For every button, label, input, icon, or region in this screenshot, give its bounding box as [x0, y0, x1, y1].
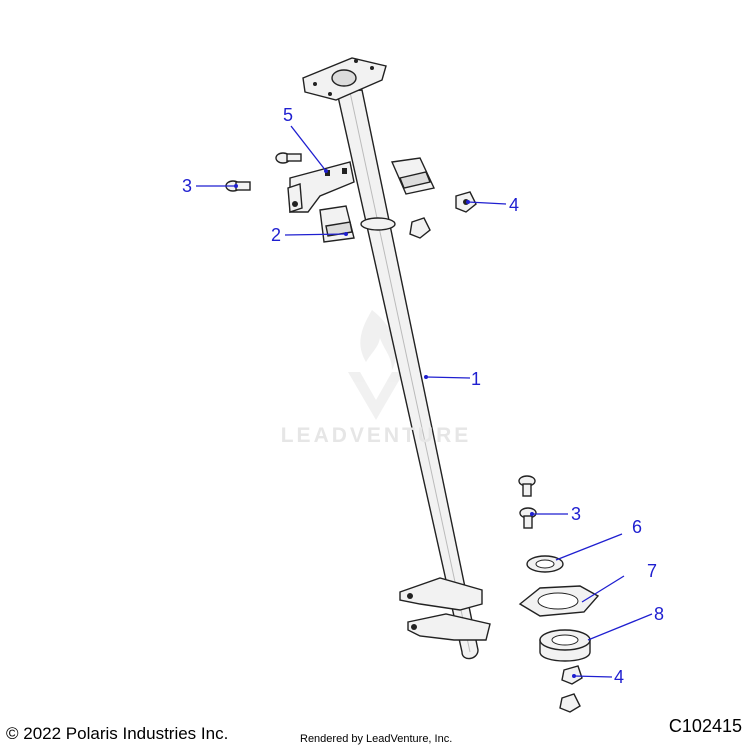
- column-clamp-bracket: [287, 161, 355, 213]
- callout-3-upper: 3: [182, 176, 193, 196]
- callout-2: 2: [271, 225, 282, 245]
- bearing-flange: [518, 585, 600, 617]
- diagram-code: C102415: [668, 716, 742, 736]
- callout-5: 5: [283, 105, 294, 125]
- rendered-by-text: Rendered by LeadVenture, Inc.: [300, 733, 453, 745]
- callout-4-lower: 4: [614, 667, 625, 687]
- copyright-text: © 2022 Polaris Industries Inc.: [6, 724, 229, 743]
- callout-4-upper: 4: [509, 195, 520, 215]
- washer: [526, 555, 564, 573]
- nut-upper-b: [409, 217, 431, 239]
- leader-lines: [196, 125, 653, 678]
- bolt-lower-a: [518, 475, 536, 497]
- nut-lower-a: [561, 665, 583, 685]
- callout-8: 8: [654, 604, 665, 624]
- bearing: [539, 629, 591, 662]
- bolt-lower-b: [519, 507, 537, 529]
- callout-3-lower: 3: [571, 504, 582, 524]
- callout-6: 6: [632, 517, 643, 537]
- bushing-right: [390, 157, 436, 195]
- steering-column-tube: [302, 57, 491, 660]
- callout-1: 1: [471, 369, 482, 389]
- nut-lower-b: [559, 693, 581, 713]
- bushing-left: [319, 205, 355, 243]
- callout-7: 7: [647, 561, 658, 581]
- leadventure-logo-watermark: [348, 310, 404, 420]
- bolt-upper-a: [275, 152, 302, 164]
- watermark-text: LEADVENTURE: [280, 424, 472, 447]
